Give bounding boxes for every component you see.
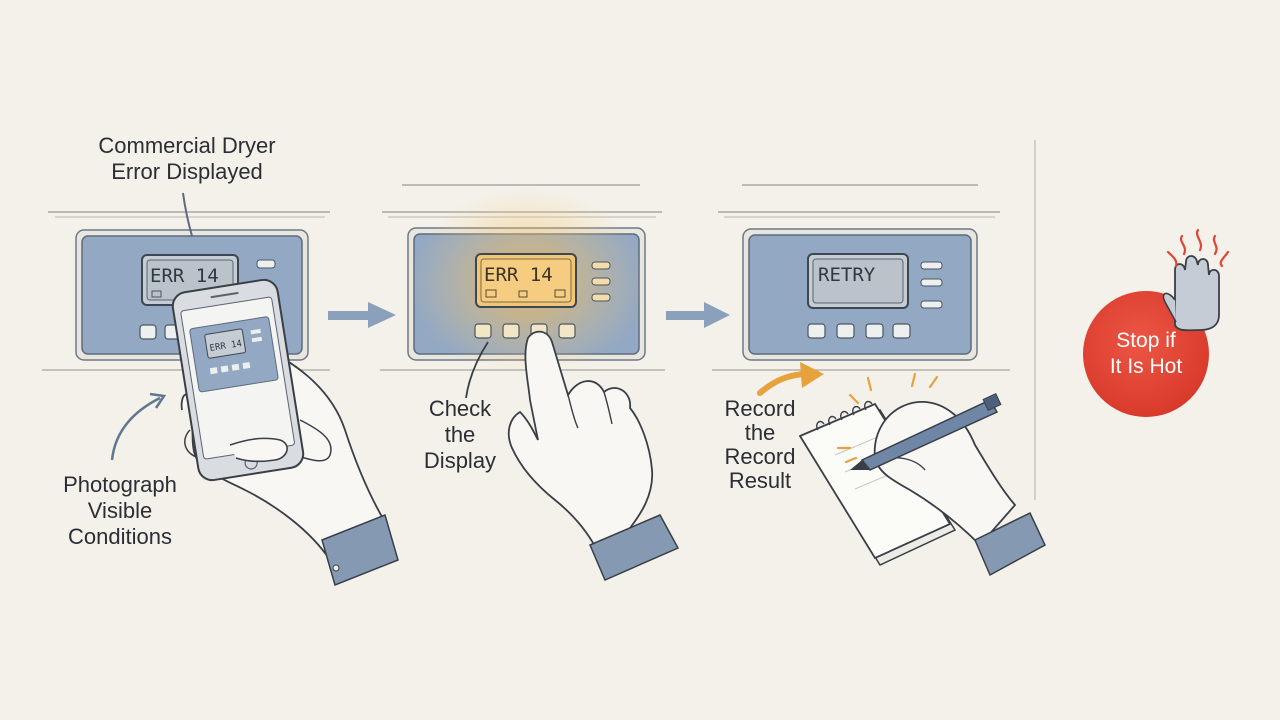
flow-arrow-icon bbox=[666, 302, 730, 328]
flow-arrow-icon bbox=[110, 392, 167, 461]
label-photograph: Photograph Visible Conditions bbox=[63, 472, 177, 549]
heat-waves bbox=[1166, 228, 1230, 268]
sparkle-lines bbox=[836, 372, 939, 464]
flow-arrow-icon bbox=[328, 302, 396, 328]
stop-hand-icon bbox=[1162, 255, 1220, 332]
title-leader-line bbox=[182, 192, 193, 237]
dryer-panel-3: RETRY bbox=[712, 184, 1010, 371]
check-leader-line bbox=[465, 341, 489, 399]
label-error-displayed: Commercial Dryer Error Displayed bbox=[98, 133, 276, 184]
dryer-panel-2: ERR 14 bbox=[380, 184, 665, 377]
panel3-display-text: RETRY bbox=[818, 264, 876, 286]
smartphone-icon: ERR 14 bbox=[171, 278, 305, 482]
panel2-display-text: ERR 14 bbox=[484, 264, 553, 286]
panel1-display-text: ERR 14 bbox=[150, 265, 219, 287]
label-check-display: Check the Display bbox=[423, 396, 497, 473]
pen-icon bbox=[850, 392, 1002, 471]
flow-arrow-icon bbox=[757, 362, 824, 396]
pointing-hand-icon bbox=[507, 330, 680, 581]
thumb bbox=[229, 437, 288, 463]
label-record-result: Record the Record Result bbox=[724, 396, 796, 493]
label-stop-if-hot: Stop if It Is Hot bbox=[1109, 329, 1183, 378]
